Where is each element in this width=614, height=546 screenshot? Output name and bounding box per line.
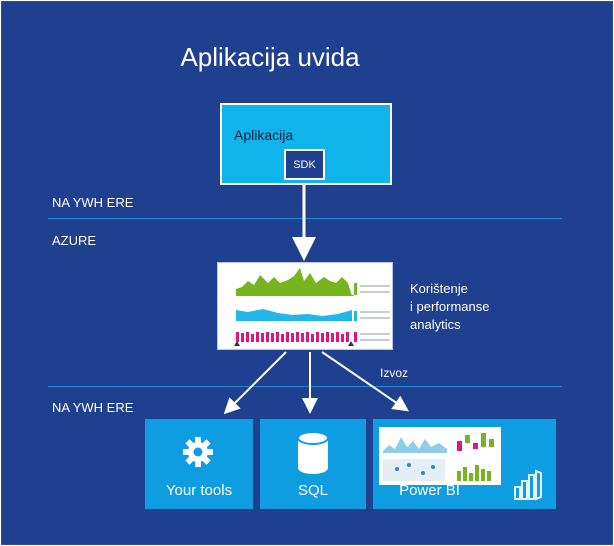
cyan-series-marker: [354, 311, 357, 321]
diagram-title: Aplikacija uvida: [180, 42, 360, 72]
analytics-mini-charts: [234, 268, 390, 346]
thumbnail-bar-chart: [457, 433, 494, 451]
zone-label-azure: AZURE: [52, 233, 97, 248]
database-icon: [297, 431, 329, 474]
green-series-marker: [354, 283, 357, 295]
thumbnail-line-chart: [383, 437, 447, 453]
green-series-area: [236, 268, 352, 296]
thumbnail-map: [383, 459, 445, 481]
gear-icon: [183, 437, 213, 467]
tile-power-bi: Power BI: [373, 419, 556, 509]
divider-top: [48, 218, 562, 219]
magenta-series-marker: [354, 332, 357, 342]
magenta-series-bars: [236, 332, 349, 342]
green-series-baseline: [236, 295, 354, 296]
divider-bottom: [48, 386, 562, 387]
application-label: Aplikacija: [234, 127, 294, 143]
cyan-series-area: [236, 309, 352, 321]
analytics-description: Korištenje i performanse analytics: [410, 280, 550, 334]
export-label: Izvoz: [380, 366, 409, 380]
zone-label-top: NA YWH ERE: [52, 195, 134, 210]
tile-label-sql: SQL: [297, 482, 328, 499]
analytics-chart-thumbnail: [217, 262, 393, 350]
power-bi-icon: [514, 469, 542, 501]
thumbnail-column-chart: [457, 465, 491, 481]
legend-stubs: [360, 285, 390, 341]
tile-sql: SQL: [260, 419, 366, 509]
tile-label-power-bi: Power BI: [399, 482, 460, 499]
sdk-label: SDK: [293, 158, 316, 171]
tile-your-tools: Your tools: [145, 419, 253, 509]
range-markers: [234, 341, 354, 346]
analytics-label-line3: analytics: [410, 317, 461, 332]
zone-label-bottom: NA YWH ERE: [52, 400, 134, 415]
power-bi-dashboard-thumbnail: [379, 427, 501, 485]
sdk-box: SDK: [284, 149, 325, 180]
tile-label-your-tools: Your tools: [165, 482, 233, 499]
analytics-label-line2: i performanse: [410, 299, 490, 314]
analytics-label-line1: Korištenje: [410, 281, 468, 296]
